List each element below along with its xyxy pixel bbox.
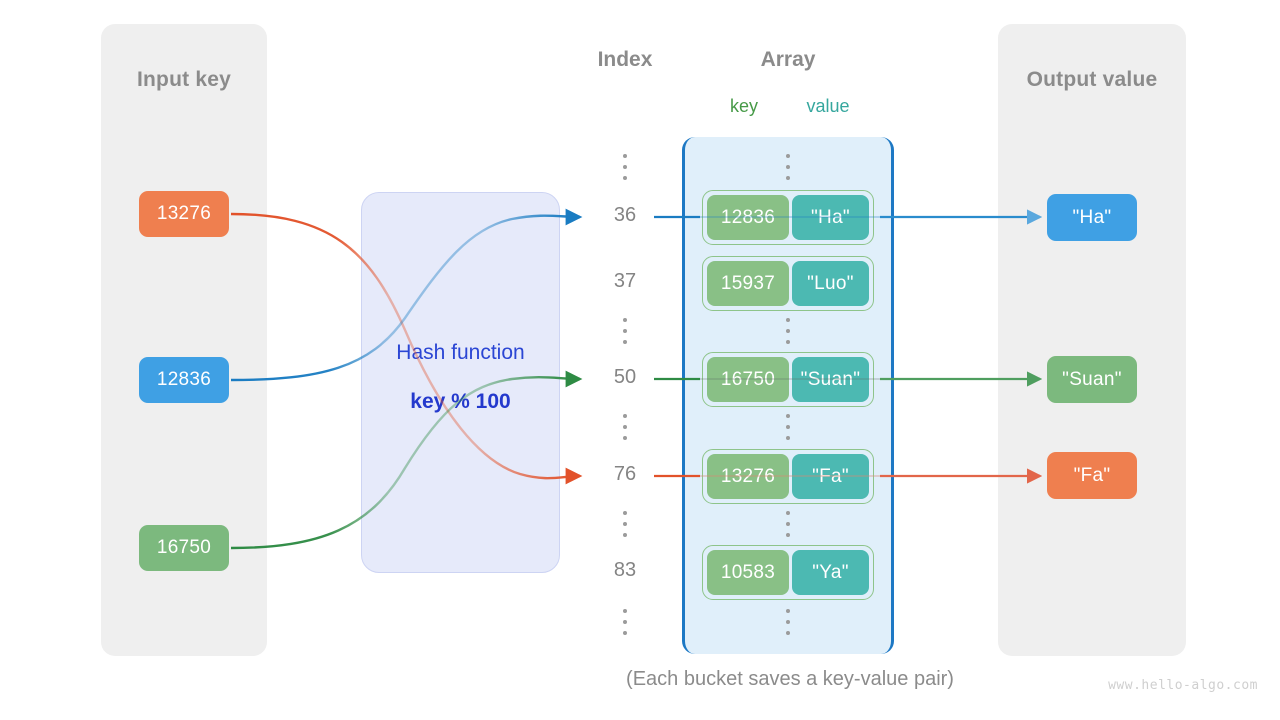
bucket-key-cell: 10583 bbox=[707, 550, 789, 595]
vertical-ellipsis bbox=[783, 511, 793, 537]
bucket-key-cell: 16750 bbox=[707, 357, 789, 402]
vertical-ellipsis bbox=[620, 154, 630, 180]
vertical-ellipsis bbox=[620, 511, 630, 537]
bucket-36[interactable]: 12836"Ha" bbox=[702, 190, 874, 245]
output-value-panel: Output value bbox=[998, 24, 1186, 656]
input-key-chip-13276[interactable]: 13276 bbox=[139, 191, 229, 237]
bucket-76[interactable]: 13276"Fa" bbox=[702, 449, 874, 504]
bucket-key-cell: 15937 bbox=[707, 261, 789, 306]
array-column-heading: Array bbox=[760, 48, 816, 71]
vertical-ellipsis bbox=[620, 609, 630, 635]
index-column-heading: Index bbox=[597, 48, 653, 71]
index-label-50: 50 bbox=[613, 366, 637, 388]
output-value-chip-ha[interactable]: "Ha" bbox=[1047, 194, 1137, 241]
key-subheading: key bbox=[729, 96, 758, 116]
bucket-key-cell: 13276 bbox=[707, 454, 789, 499]
hash-function-expression: key % 100 bbox=[410, 390, 511, 413]
vertical-ellipsis bbox=[783, 414, 793, 440]
bucket-value-cell: "Ha" bbox=[792, 195, 869, 240]
vertical-ellipsis bbox=[783, 318, 793, 344]
index-label-36: 36 bbox=[613, 204, 637, 226]
watermark: www.hello-algo.com bbox=[1108, 678, 1258, 693]
output-value-chip-suan[interactable]: "Suan" bbox=[1047, 356, 1137, 403]
bucket-value-cell: "Fa" bbox=[792, 454, 869, 499]
input-key-chip-16750[interactable]: 16750 bbox=[139, 525, 229, 571]
bucket-37[interactable]: 15937"Luo" bbox=[702, 256, 874, 311]
bucket-value-cell: "Suan" bbox=[792, 357, 869, 402]
bucket-50[interactable]: 16750"Suan" bbox=[702, 352, 874, 407]
bucket-value-cell: "Ya" bbox=[792, 550, 869, 595]
index-label-76: 76 bbox=[613, 463, 637, 485]
vertical-ellipsis bbox=[783, 609, 793, 635]
vertical-ellipsis bbox=[620, 414, 630, 440]
vertical-ellipsis bbox=[620, 318, 630, 344]
output-panel-title: Output value bbox=[1026, 68, 1158, 91]
vertical-ellipsis bbox=[783, 154, 793, 180]
input-key-chip-12836[interactable]: 12836 bbox=[139, 357, 229, 403]
hash-function-label: Hash function bbox=[396, 341, 525, 364]
index-label-83: 83 bbox=[613, 559, 637, 581]
hash-function-box bbox=[361, 192, 560, 573]
bucket-key-cell: 12836 bbox=[707, 195, 789, 240]
value-subheading: value bbox=[806, 96, 850, 116]
output-value-chip-fa[interactable]: "Fa" bbox=[1047, 452, 1137, 499]
diagram-caption: (Each bucket saves a key-value pair) bbox=[626, 668, 954, 690]
bucket-value-cell: "Luo" bbox=[792, 261, 869, 306]
bucket-83[interactable]: 10583"Ya" bbox=[702, 545, 874, 600]
input-panel-title: Input key bbox=[137, 68, 231, 91]
index-label-37: 37 bbox=[613, 270, 637, 292]
